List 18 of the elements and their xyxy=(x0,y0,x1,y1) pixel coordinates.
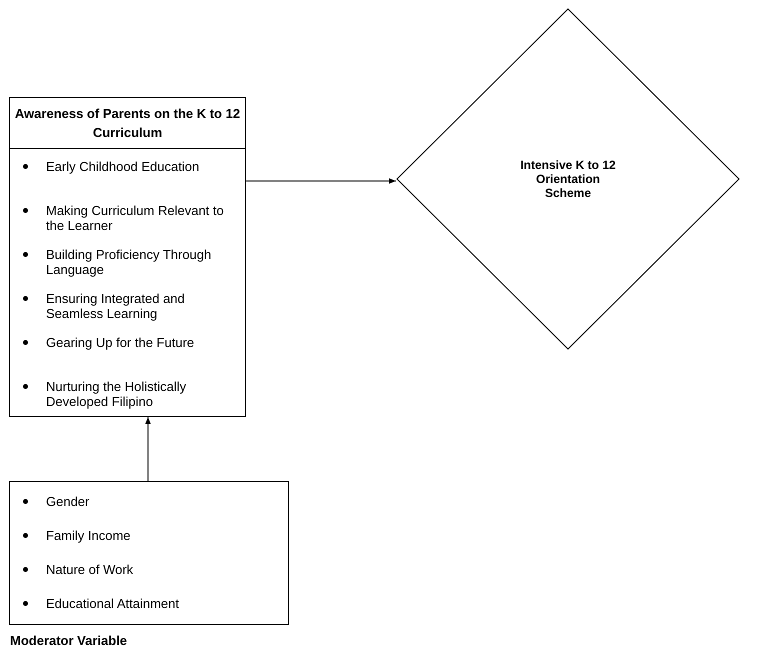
arrow xyxy=(145,416,151,482)
box-heading: Awareness of Parents on the K to 12 Curriculum xyxy=(10,98,245,149)
list-item: Early Childhood Education xyxy=(46,159,200,174)
variable-box xyxy=(9,97,246,417)
list-item: Gearing Up for the Future xyxy=(46,335,196,350)
variable-box xyxy=(9,481,289,625)
list-item: Nurturing the Holistically Developed Filipino xyxy=(46,379,188,409)
list-item: Gender xyxy=(46,494,90,509)
list-item: Family Income xyxy=(46,528,132,543)
list-item: Educational Attainment xyxy=(46,596,180,611)
list-item: Ensuring Integrated and Seamless Learning xyxy=(46,291,186,321)
decision-diamond xyxy=(396,8,740,350)
list-item: Building Proficiency Through Language xyxy=(46,247,212,277)
diamond-label: Intensive K to 12 Orientation Scheme xyxy=(519,158,617,200)
arrow xyxy=(246,178,396,184)
list-item: Making Curriculum Relevant to the Learner xyxy=(46,203,225,233)
caption-label: Moderator Variable xyxy=(10,633,128,648)
list-item: Nature of Work xyxy=(46,562,134,577)
